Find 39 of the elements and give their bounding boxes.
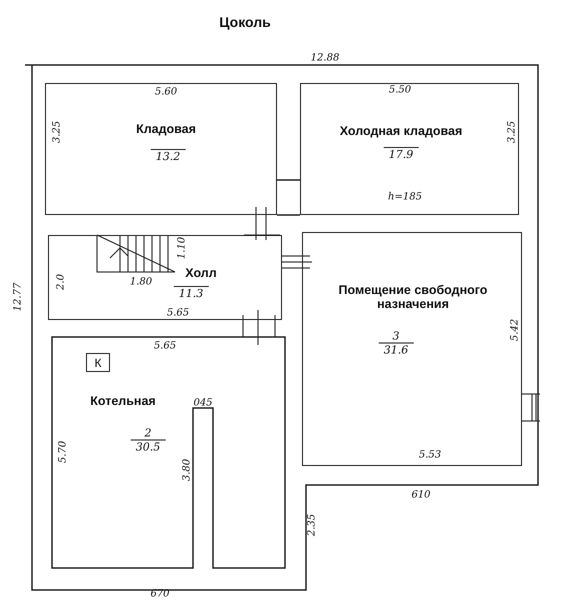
room-area: 13.2 <box>150 149 186 163</box>
dimension-label: 2.0 <box>56 274 66 290</box>
dimension-label: 1.80 <box>130 276 152 288</box>
dimension-label: 1.10 <box>176 236 188 260</box>
dimension-label: h=185 <box>388 192 422 202</box>
room-area: 11.3 <box>174 286 208 300</box>
room-name: Холл <box>185 266 217 280</box>
dimension-label: 3.25 <box>506 120 518 144</box>
room-area: 31.6 <box>378 342 414 356</box>
dimension-label: 5.60 <box>154 86 178 98</box>
dimension-label: 5.50 <box>388 84 412 96</box>
title: Цоколь <box>219 14 271 30</box>
room-name: Котельная <box>90 394 156 408</box>
room-outline <box>302 232 522 466</box>
dimension-label: 12.88 <box>310 52 340 64</box>
dimension-label: 3.80 <box>182 458 192 482</box>
room-number: 2 <box>144 426 152 440</box>
dimension-label: 5.53 <box>418 450 442 460</box>
dimension-label: 5.65 <box>154 340 176 352</box>
dimension-label: 670 <box>150 588 170 600</box>
room-name: Помещение свободного назначения <box>338 283 488 311</box>
boiler-mark: К <box>86 353 110 372</box>
room-outline <box>48 235 282 320</box>
dimension-label: 2.35 <box>306 514 318 536</box>
room-area: 17.9 <box>384 147 418 161</box>
room-outline <box>300 83 519 215</box>
dimension-label: 3.25 <box>52 120 62 144</box>
dimension-label: 610 <box>411 490 431 500</box>
dimension-label: 12.77 <box>12 282 24 312</box>
room-outline <box>52 337 285 568</box>
dimension-label: 5.70 <box>58 440 68 464</box>
room-outline <box>45 83 277 215</box>
dimension-label: 045 <box>193 398 213 408</box>
room-area: 30.5 <box>130 440 166 454</box>
dimension-label: 5.42 <box>510 318 520 342</box>
dimension-label: 5.65 <box>166 308 190 318</box>
room-name: Холодная кладовая <box>340 124 462 138</box>
room-number: 3 <box>392 330 400 342</box>
room-name: Кладовая <box>136 122 196 136</box>
